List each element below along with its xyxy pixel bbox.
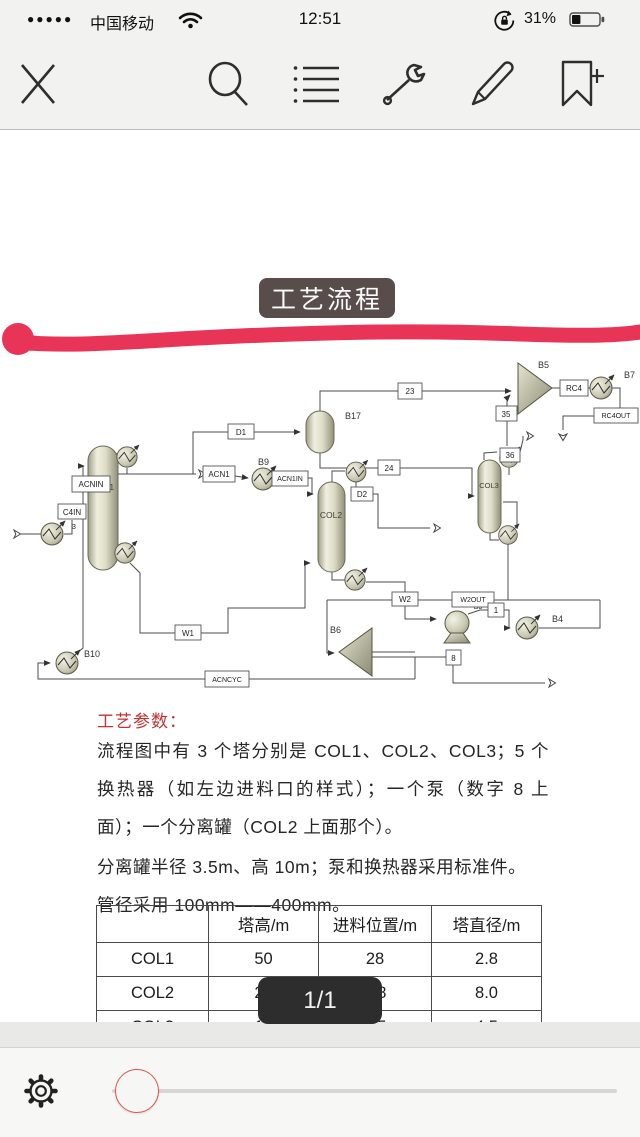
stream-boxes: ACNIN C4IN 3 ACN1 ACN1IN D1 23 35 RC4 RC… <box>57 379 639 688</box>
label-b5: B5 <box>538 360 549 370</box>
page-number-indicator: 1/1 <box>258 977 382 1024</box>
cell: COL2 <box>95 976 210 1011</box>
stream-d1: D1 <box>236 428 247 437</box>
page-background-gap <box>0 1022 640 1047</box>
status-bar: ●●●●● 中国移动 12:51 31% <box>0 0 640 40</box>
label-b10: B10 <box>84 649 100 659</box>
label-b3: B3 <box>474 604 483 611</box>
annotate-pencil-button[interactable] <box>469 60 517 108</box>
label-b9: B9 <box>258 457 269 467</box>
search-button[interactable] <box>204 60 252 108</box>
column-col3: COL3 <box>477 459 502 534</box>
label-b7: B7 <box>624 370 635 380</box>
stream-acn1: ACN1 <box>208 470 230 479</box>
stream-c4in: C4IN <box>63 508 81 517</box>
stream-w2: W2 <box>399 595 412 604</box>
stream-24: 24 <box>385 464 394 473</box>
stream-acn1in: ACN1IN <box>277 476 303 483</box>
label-b4: B4 <box>552 614 563 624</box>
paragraph-1: 流程图中有 3 个塔分别是 COL1、COL2、COL3；5 个换热器（如左边进… <box>97 741 549 837</box>
body-text: 流程图中有 3 个塔分别是 COL1、COL2、COL3；5 个换热器（如左边进… <box>97 732 549 922</box>
header-diameter: 塔直径/m <box>430 905 543 943</box>
header-height: 塔高/m <box>208 905 320 943</box>
battery-percent: 31% <box>524 10 557 27</box>
settings-gear-button[interactable] <box>18 1068 64 1114</box>
compressor-b5: B5 <box>517 360 553 416</box>
table-header-row: 塔高/m 进料位置/m 塔直径/m <box>95 905 543 943</box>
carrier-label: 中国移动 <box>90 16 155 33</box>
cell: 8.0 <box>430 976 543 1011</box>
col1-condenser-icon <box>117 445 139 467</box>
stream-23: 23 <box>406 387 415 396</box>
paragraph-2: 分离罐半径 3.5m、高 10m；泵和换热器采用标准件。 <box>97 857 527 877</box>
signal-strength-icon: ●●●●● <box>27 12 74 26</box>
feed-heat-exchanger-icon <box>41 521 65 545</box>
label-col3: COL3 <box>479 481 499 490</box>
cell: 50 <box>208 942 320 977</box>
params-heading: 工艺参数： <box>97 712 187 731</box>
stream-3: 3 <box>72 524 76 531</box>
stream-w1: W1 <box>182 629 195 638</box>
pump-b3: B3 <box>443 604 483 644</box>
pdf-page: 工艺流程 <box>0 130 640 1045</box>
stream-1: 1 <box>494 606 499 615</box>
column-col2: COL2 <box>317 481 346 573</box>
outline-list-button[interactable] <box>293 60 341 108</box>
table-row: COL1 50 28 2.8 <box>95 942 543 977</box>
process-flow-diagram: COL1 COL2 COL3 B17 B5 B6 B3 <box>13 360 639 688</box>
page-slider-handle[interactable] <box>115 1069 159 1113</box>
process-stream-lines <box>19 387 621 684</box>
label-col2: COL2 <box>320 510 342 520</box>
label-b17: B17 <box>345 411 361 421</box>
page-title: 工艺流程 <box>259 278 395 318</box>
add-bookmark-button[interactable] <box>558 60 606 108</box>
hx-b9-icon: B9 <box>252 457 276 490</box>
col2-reboiler-icon <box>345 568 367 590</box>
header-blank <box>95 905 210 943</box>
col2-condenser-icon <box>346 460 368 482</box>
wifi-icon <box>178 10 203 34</box>
battery-icon <box>569 12 606 32</box>
stream-d2: D2 <box>357 490 368 499</box>
stream-acncyc: ACNCYC <box>212 677 242 684</box>
cell: COL1 <box>95 942 210 977</box>
stream-8: 8 <box>451 654 456 663</box>
stream-rc4out: RC4OUT <box>602 413 632 420</box>
hx-b10-icon: B10 <box>56 649 100 674</box>
cell: 28 <box>318 942 432 977</box>
label-b6: B6 <box>330 625 341 635</box>
stream-w2out: W2OUT <box>460 597 486 604</box>
column-col1: COL1 <box>87 445 119 571</box>
status-time: 12:51 <box>298 9 342 28</box>
close-button[interactable] <box>14 60 62 108</box>
hx-b7-icon: B7 <box>590 370 635 399</box>
cell: 2.8 <box>430 942 543 977</box>
stream-35: 35 <box>502 410 511 419</box>
separator-drum-b17: B17 <box>305 410 361 454</box>
col3-reboiler-icon <box>499 524 519 544</box>
tools-wrench-button[interactable] <box>381 60 429 108</box>
rotation-lock-icon <box>493 9 516 37</box>
top-bar: ●●●●● 中国移动 12:51 31% <box>0 0 640 130</box>
header-feed-position: 进料位置/m <box>318 905 432 943</box>
hx-b4-icon: B4 <box>516 614 563 639</box>
compressor-b6: B6 <box>330 625 373 677</box>
page-slider[interactable] <box>112 1089 617 1093</box>
stream-36: 36 <box>506 451 515 460</box>
stream-acnin: ACNIN <box>79 480 104 489</box>
stream-rc4: RC4 <box>566 384 583 393</box>
